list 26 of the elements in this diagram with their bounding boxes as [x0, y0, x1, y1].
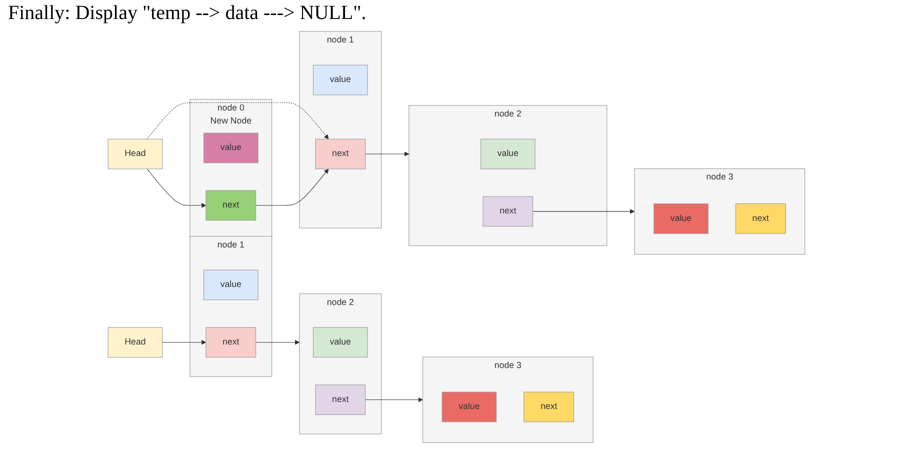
node-box: next	[482, 196, 534, 227]
node-box: Head	[108, 138, 163, 170]
node-label: New Node	[210, 116, 252, 126]
node-box: next	[524, 392, 574, 422]
node-box: next	[315, 138, 366, 170]
node-box: value	[654, 203, 708, 234]
node-box: value	[312, 327, 368, 358]
node-box: value	[204, 132, 258, 164]
arrow	[256, 340, 300, 345]
node-box: Head	[108, 327, 163, 358]
node-box: next	[315, 384, 366, 415]
arrow	[146, 102, 329, 140]
arrow	[365, 397, 423, 402]
node-box: value	[312, 64, 368, 96]
node-box: value	[204, 270, 258, 300]
node-box: next	[735, 203, 786, 234]
node-box: value	[480, 138, 536, 170]
arrow	[532, 209, 635, 214]
node-box: next	[206, 190, 256, 221]
arrow	[256, 168, 329, 206]
arrow	[162, 340, 206, 345]
node-box: next	[206, 327, 256, 358]
arrow	[146, 168, 206, 208]
arrow	[365, 152, 410, 156]
title: Finally: Display "temp --> data ---> NULL".	[7, 1, 368, 26]
node-box: value	[442, 392, 497, 422]
